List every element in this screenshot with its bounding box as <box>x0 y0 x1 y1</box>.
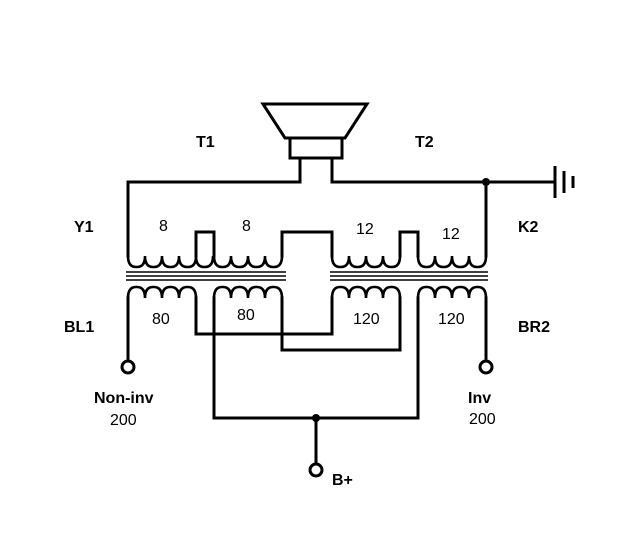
secondary-winding-t1b <box>212 285 284 299</box>
secondary-winding-t1a <box>126 285 198 299</box>
noninv-terminal-label: Non-inv <box>94 390 154 407</box>
ground-icon <box>553 166 575 198</box>
speaker-right-lead <box>330 156 555 184</box>
transformer-label-t2: T2 <box>415 134 434 151</box>
junction-dot <box>312 414 320 422</box>
primary-label-left: Y1 <box>74 219 94 236</box>
transformer-label-t1: T1 <box>196 134 215 151</box>
secondary-winding-t2b <box>416 285 488 299</box>
cross-link-lower <box>194 296 334 336</box>
primary-tap-label: 8 <box>242 218 251 235</box>
primary-tap-label: 12 <box>356 221 374 238</box>
inv-impedance-label: 200 <box>469 411 496 428</box>
secondary-winding-t2a <box>330 285 402 299</box>
secondary-tap-label: 120 <box>438 311 465 328</box>
supply-terminal <box>308 462 324 478</box>
transformer-core-t2 <box>330 271 488 281</box>
primary-winding-t2b <box>416 255 488 269</box>
inv-terminal <box>478 359 494 375</box>
t2-center-jumper <box>398 230 420 258</box>
core-bridge-jumper <box>280 230 334 258</box>
primary-tap-label: 12 <box>442 226 460 243</box>
t1-center-jumper <box>194 230 216 258</box>
noninv-terminal <box>120 359 136 375</box>
speaker-left-lead <box>126 156 302 258</box>
speaker-icon <box>260 102 370 160</box>
primary-tap-label: 8 <box>159 218 168 235</box>
primary-winding-t2a <box>330 255 402 269</box>
noninv-impedance-label: 200 <box>110 412 137 429</box>
secondary-tap-label: 120 <box>353 311 380 328</box>
primary-winding-t1b <box>212 255 284 269</box>
secondary-label-left: BL1 <box>64 319 94 336</box>
inv-terminal-label: Inv <box>468 390 491 407</box>
secondary-tap-label: 80 <box>152 311 170 328</box>
secondary-tap-label: 80 <box>237 307 255 324</box>
secondary-label-right: BR2 <box>518 319 550 336</box>
supply-label: B+ <box>332 472 353 489</box>
junction-dot <box>482 178 490 186</box>
transformer-core-t1 <box>126 271 286 281</box>
primary-winding-t1a <box>126 255 215 269</box>
cross-link-upper <box>280 296 402 352</box>
primary-label-right: K2 <box>518 219 539 236</box>
